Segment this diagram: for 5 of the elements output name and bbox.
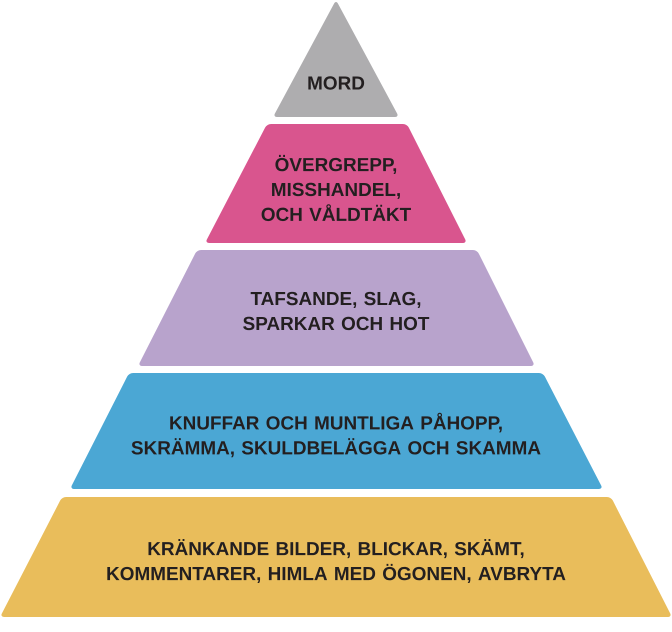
pyramid-tier: KRÄNKANDE BILDER, BLICKAR, SKÄMT, KOMMENTARER, HIMLA MED ÖGONEN, AVBRYTA — [1, 497, 671, 617]
pyramid-tier: TAFSANDE, SLAG, SPARKAR OCH HOT — [139, 250, 534, 366]
pyramid-apex: MORD — [274, 2, 398, 117]
pyramid-tier: ÖVERGREPP, MISSHANDEL, OCH VÅLDTÄKT — [206, 124, 466, 243]
pyramid-tier: KNUFFAR OCH MUNTLIGA PÅHOPP, SKRÄMMA, SKULDBELÄGGA OCH SKAMMA — [71, 373, 602, 489]
